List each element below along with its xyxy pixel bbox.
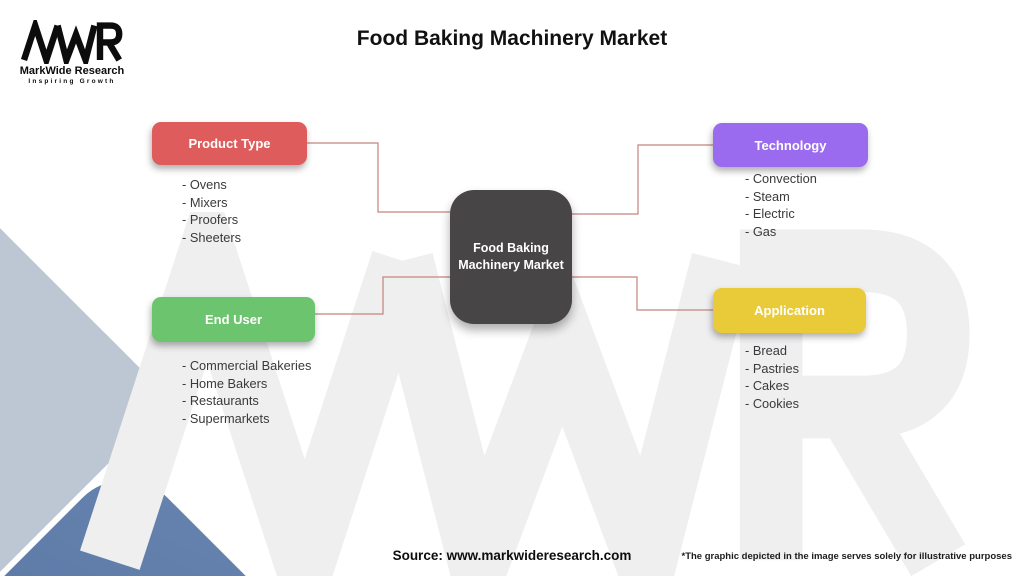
group-items-end-user: - Commercial Bakeries - Home Bakers - Re… [182, 357, 311, 427]
group-items-product-type: - Ovens - Mixers - Proofers - Sheeters [182, 176, 241, 246]
group-items-application: - Bread - Pastries - Cakes - Cookies [745, 342, 799, 412]
segment-item: - Proofers [182, 212, 239, 228]
page-title: Food Baking Machinery Market [356, 27, 668, 50]
connector-application [572, 276, 713, 311]
disclaimer-text: *The graphic depicted in the image serve… [681, 551, 1013, 562]
segment-item: - Bread [745, 343, 787, 358]
segment-item: - Restaurants [182, 393, 259, 409]
segment-item: - Home Bakers [182, 375, 268, 391]
segment-item: - Convection [745, 171, 817, 186]
central-node: Food Baking Machinery Market [450, 190, 572, 324]
logo-name: MarkWide Research [19, 65, 125, 77]
segment-item: - Sheeters [182, 229, 242, 245]
connector-end-user [315, 276, 450, 315]
mwr-logo-icon [20, 20, 123, 64]
segment-item: - Commercial Bakeries [182, 358, 312, 373]
group-box-product-type: Product Type [152, 122, 307, 165]
connector-technology [572, 144, 713, 215]
segment-item: - Mixers [182, 194, 228, 210]
segment-item: - Electric [745, 206, 795, 222]
segment-item: - Steam [745, 188, 790, 204]
segment-item: - Gas [745, 223, 777, 239]
logo-tagline: Inspiring Growth [28, 78, 116, 85]
connector-product-type [307, 142, 450, 213]
segment-item: - Supermarkets [182, 410, 270, 426]
group-items-technology: - Convection - Steam - Electric - Gas [745, 170, 817, 240]
segment-item: - Cookies [745, 395, 800, 411]
segment-item: - Ovens [182, 177, 227, 192]
group-box-end-user: End User [152, 297, 315, 342]
segment-item: - Cakes [745, 378, 790, 394]
group-box-technology: Technology [713, 123, 868, 167]
group-box-application: Application [713, 288, 866, 333]
segment-item: - Pastries [745, 360, 800, 376]
markwide-logo: MarkWide Research Inspiring Growth [18, 20, 126, 85]
